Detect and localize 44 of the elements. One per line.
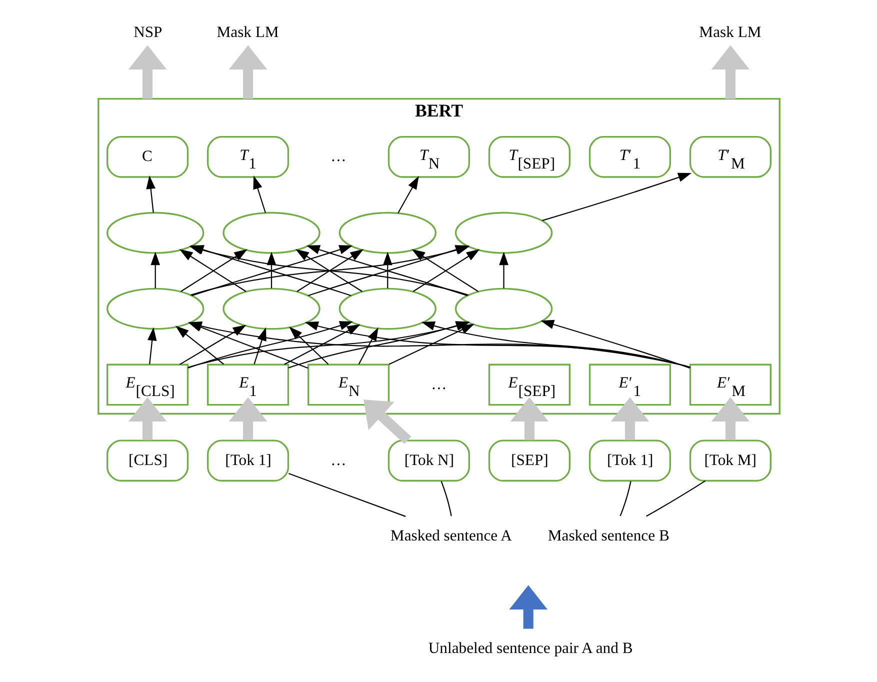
arrow [178, 324, 246, 365]
label: … [430, 376, 446, 393]
connector [288, 472, 406, 517]
connector [619, 481, 631, 516]
node-box: C [106, 136, 188, 178]
arrow [710, 397, 750, 440]
arrow [174, 326, 224, 365]
arrow [382, 252, 392, 288]
arrow [710, 45, 750, 99]
node-text: Mask LM [698, 24, 761, 42]
node-box: [CLS] [106, 440, 188, 482]
node-box: [Tok 1] [206, 440, 289, 482]
connector [440, 481, 452, 516]
node-box: [Tok 1] [588, 440, 670, 482]
arrow [508, 585, 547, 629]
label: … [330, 452, 346, 469]
arrow [128, 397, 166, 440]
arrow [146, 176, 155, 213]
node-text: Unlabeled sentence pair A and B [428, 640, 632, 658]
arrow [388, 324, 474, 365]
node-text: NSP [133, 24, 162, 42]
arrow [363, 400, 411, 444]
node-box: [SEP] [488, 440, 570, 482]
arrow [128, 45, 166, 99]
arrow [228, 45, 267, 99]
arrow [542, 172, 692, 222]
arrow [252, 176, 266, 213]
arrow [228, 397, 267, 440]
arrow [288, 326, 328, 365]
node-box: [Tok M] [688, 440, 771, 482]
arrow [498, 252, 508, 288]
node-box: [Tok N] [387, 440, 470, 482]
arrow [146, 327, 156, 364]
arrow [610, 397, 649, 440]
arrow [540, 320, 690, 369]
arrow [150, 252, 160, 288]
node-text: Masked sentence B [547, 528, 669, 545]
node-text: Masked sentence A [390, 528, 512, 545]
arrow [510, 397, 548, 440]
label: … [330, 148, 346, 166]
connector [646, 480, 706, 517]
arrow [284, 324, 360, 365]
arrow [397, 176, 418, 214]
node-text: Mask LM [216, 24, 278, 42]
